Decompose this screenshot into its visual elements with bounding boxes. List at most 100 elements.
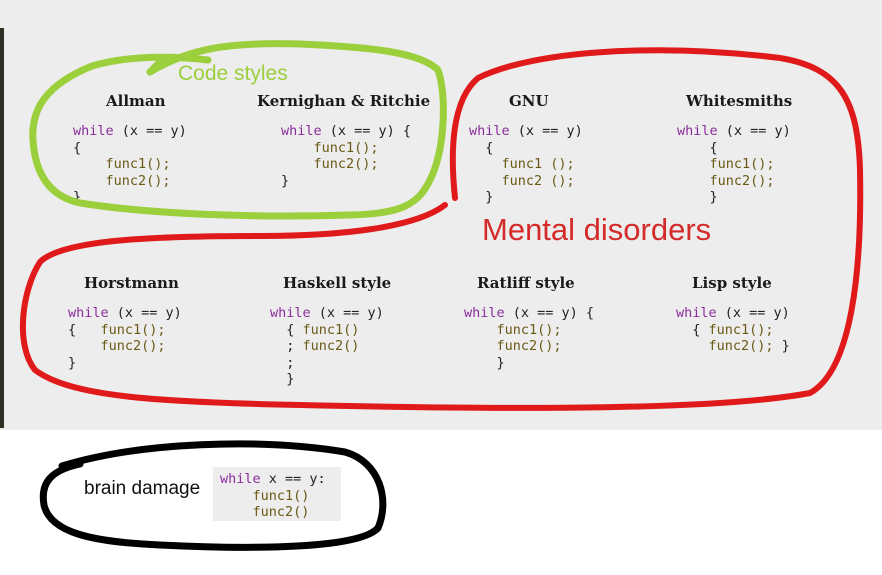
left-edge-strip bbox=[0, 28, 4, 428]
brain-damage-label: brain damage bbox=[84, 478, 201, 499]
code-text: (x == y) bbox=[509, 123, 583, 139]
code-snippet-whitesmiths: while (x == y) { func1(); func2(); } bbox=[677, 123, 791, 206]
code-function: func2(); bbox=[709, 172, 775, 189]
code-text: (x == y) { bbox=[504, 305, 595, 321]
code-text: { bbox=[270, 321, 303, 338]
style-name: Whitesmiths bbox=[686, 92, 793, 110]
code-indent bbox=[469, 173, 502, 189]
code-line: { bbox=[73, 140, 81, 156]
style-block-kernighan-ritchie: Kernighan & Ritchie bbox=[257, 92, 430, 110]
code-line: } bbox=[68, 355, 76, 371]
code-line: while (x == y) bbox=[469, 123, 583, 139]
code-snippet-horstmann: while (x == y) { func1(); func2(); } bbox=[68, 305, 182, 371]
code-line: func2(); bbox=[73, 173, 171, 189]
code-function: func1(); bbox=[496, 321, 562, 338]
code-keyword: while bbox=[469, 123, 510, 139]
code-keyword: while bbox=[270, 305, 311, 321]
code-snippet-ratliff-style: while (x == y) { func1(); func2(); } bbox=[464, 305, 594, 371]
code-text: { bbox=[68, 321, 101, 338]
code-snippet-kernighan-ritchie: while (x == y) { func1(); func2(); } bbox=[281, 123, 411, 189]
code-text: } bbox=[68, 354, 77, 371]
code-function: func1() bbox=[252, 487, 310, 504]
code-snippet-lisp-style: while (x == y) { func1(); func2(); } bbox=[676, 305, 790, 355]
code-keyword: while bbox=[220, 471, 261, 487]
code-text: ; bbox=[270, 338, 303, 354]
code-text: { bbox=[469, 139, 494, 156]
code-line: while (x == y) { bbox=[464, 305, 594, 321]
python-snippet-box: while x == y: func1() func2() bbox=[213, 467, 341, 521]
code-function: func2(); bbox=[105, 172, 171, 189]
code-function: func2() bbox=[252, 504, 310, 520]
code-function: func1() bbox=[302, 321, 360, 338]
code-text bbox=[676, 338, 709, 354]
style-block-horstmann: Horstmann bbox=[84, 274, 179, 292]
code-text: (x == y) { bbox=[321, 123, 412, 139]
code-text: x == y: bbox=[260, 471, 326, 487]
code-line: } bbox=[464, 355, 505, 371]
code-indent bbox=[73, 173, 106, 189]
code-line: func2(); bbox=[281, 156, 379, 172]
code-keyword: while bbox=[464, 305, 505, 321]
code-function: func1(); bbox=[709, 156, 775, 172]
code-line: } bbox=[281, 173, 289, 189]
code-line: { func1(); bbox=[676, 322, 773, 338]
code-function: func1(); bbox=[105, 156, 171, 172]
code-keyword: while bbox=[677, 123, 718, 139]
code-line: func1(); bbox=[281, 140, 379, 156]
code-function: func2(); bbox=[100, 338, 166, 354]
code-text: ; bbox=[270, 354, 295, 371]
style-block-whitesmiths: Whitesmiths bbox=[686, 92, 792, 110]
code-function: func2(); bbox=[496, 338, 562, 354]
style-name: Allman bbox=[106, 92, 166, 110]
code-line: } bbox=[469, 189, 493, 205]
style-block-haskell-style: Haskell style bbox=[283, 274, 391, 292]
code-line: func2(); bbox=[464, 338, 562, 354]
code-function: func1(); bbox=[100, 321, 166, 338]
code-line: { bbox=[469, 140, 493, 156]
code-line: ; func2() bbox=[270, 338, 359, 354]
code-snippet-gnu: while (x == y) { func1 (); func2 (); } bbox=[469, 123, 583, 206]
code-text: { bbox=[677, 139, 718, 156]
style-name: Haskell style bbox=[283, 274, 392, 292]
code-text: } bbox=[469, 189, 494, 205]
code-line: while (x == y) bbox=[677, 123, 791, 139]
style-name: Lisp style bbox=[692, 274, 772, 292]
style-block-lisp-style: Lisp style bbox=[692, 274, 772, 292]
code-line: func2 (); bbox=[469, 173, 575, 189]
code-line: while (x == y) { bbox=[281, 123, 411, 139]
code-function: func2(); bbox=[313, 156, 379, 172]
code-line: { func1() bbox=[270, 322, 359, 338]
code-text: } bbox=[464, 354, 505, 371]
code-function: func2 (); bbox=[501, 172, 575, 189]
code-text: } bbox=[677, 189, 718, 205]
code-keyword: while bbox=[73, 123, 114, 139]
code-text: (x == y) bbox=[717, 123, 791, 139]
code-indent bbox=[677, 156, 710, 172]
code-line: func1(); bbox=[677, 156, 775, 172]
code-function: func1(); bbox=[313, 139, 379, 156]
code-text: } bbox=[270, 371, 295, 387]
code-line: func2(); bbox=[68, 338, 166, 354]
code-line: func1() bbox=[220, 487, 310, 504]
code-line: func2() bbox=[220, 504, 310, 520]
code-line: while x == y: bbox=[220, 471, 326, 487]
code-line: while (x == y) bbox=[676, 305, 790, 321]
code-line: while (x == y) bbox=[68, 305, 182, 321]
style-name: Horstmann bbox=[84, 274, 179, 292]
code-line: { func1(); bbox=[68, 322, 166, 338]
code-text: { bbox=[73, 139, 82, 156]
code-indent bbox=[220, 488, 253, 504]
style-block-allman: Allman bbox=[106, 92, 166, 110]
code-function: func1 (); bbox=[501, 156, 575, 172]
code-text: (x == y) bbox=[108, 305, 182, 321]
code-keyword: while bbox=[281, 123, 322, 139]
code-line: func1 (); bbox=[469, 156, 575, 172]
code-line: func1(); bbox=[464, 322, 562, 338]
code-text: (x == y) bbox=[113, 123, 187, 139]
code-line: while (x == y) bbox=[73, 123, 187, 139]
code-function: func2() bbox=[302, 338, 360, 354]
code-keyword: while bbox=[68, 305, 109, 321]
code-keyword: while bbox=[676, 305, 717, 321]
code-line: } bbox=[73, 189, 81, 205]
code-text: } bbox=[281, 172, 290, 189]
